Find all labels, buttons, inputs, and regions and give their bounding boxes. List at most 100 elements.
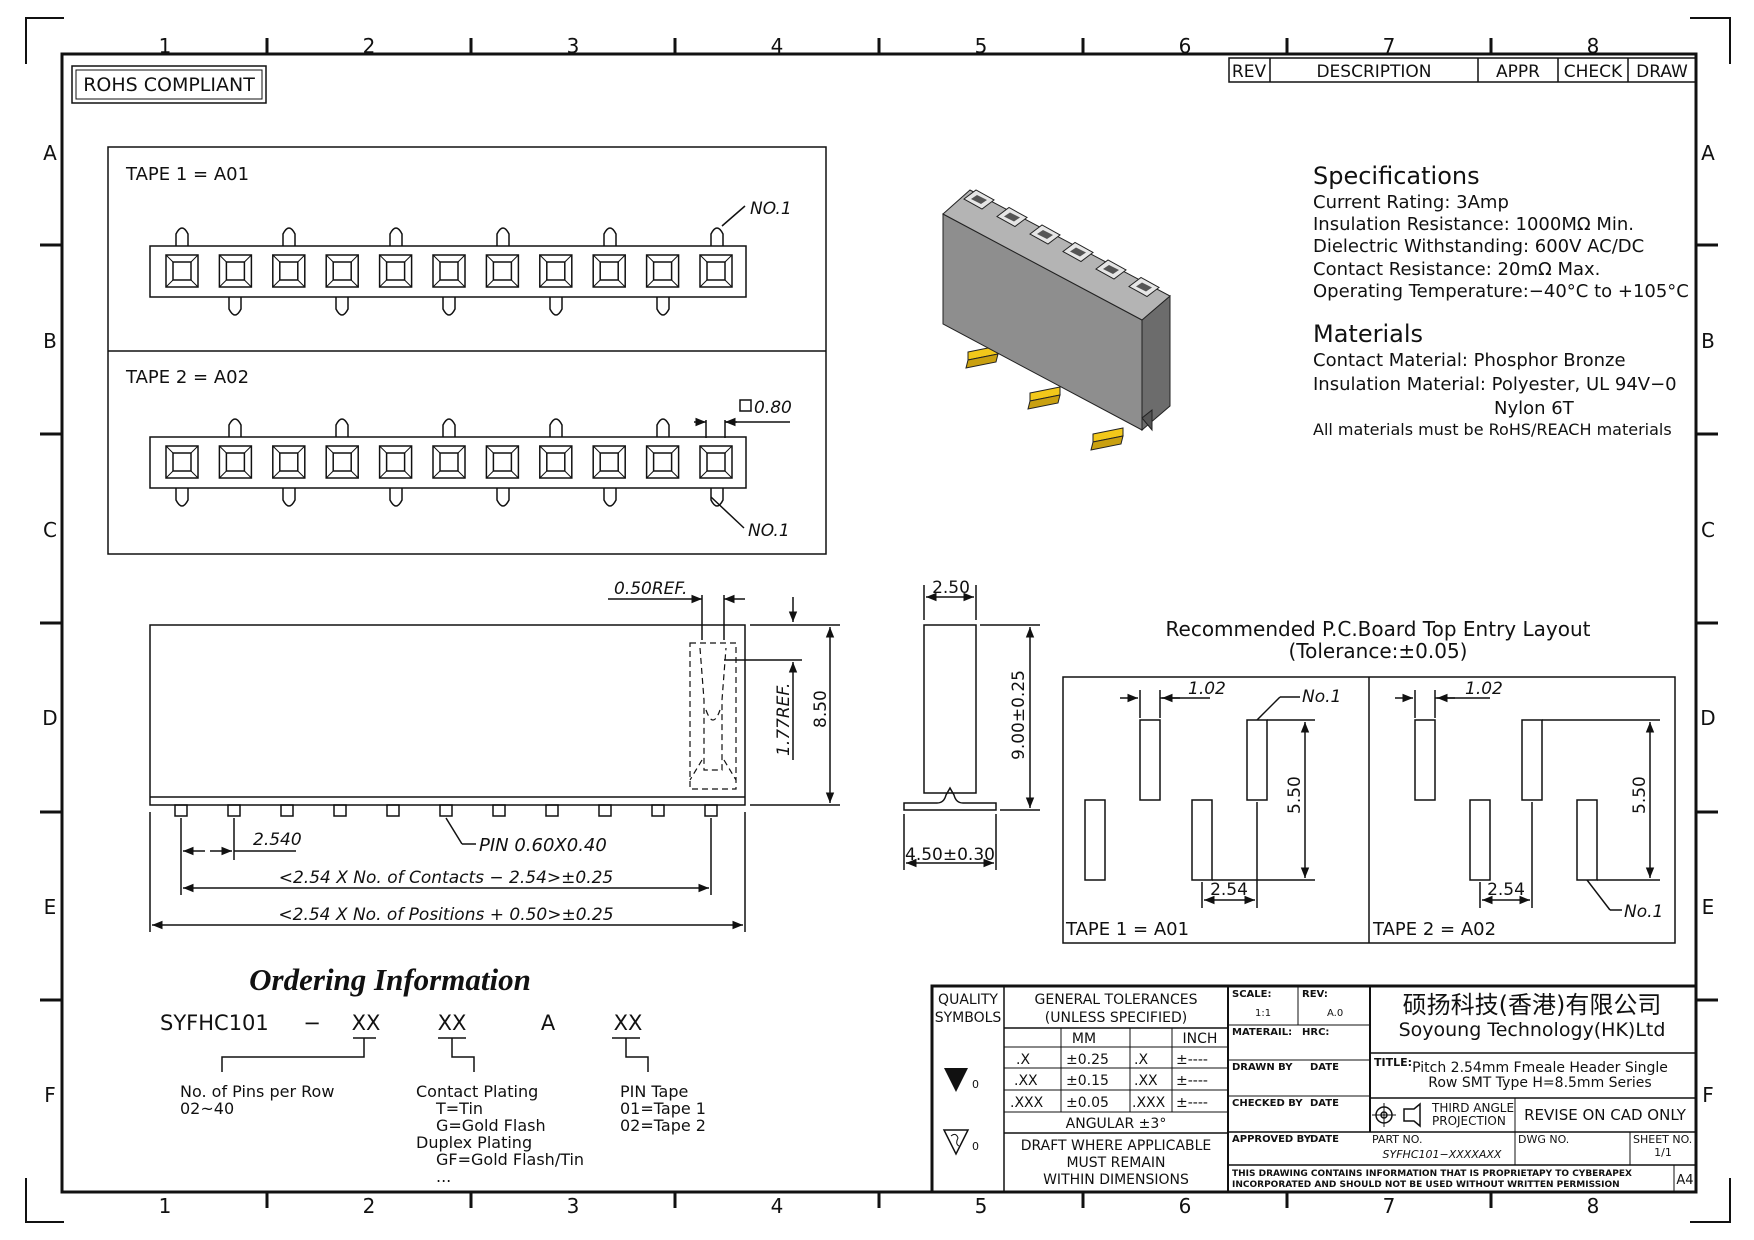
pcb-layout-title: Recommended P.C.Board Top Entry Layout: [1166, 617, 1591, 641]
ordering-leaders: [221, 1037, 649, 1072]
paper-size: A4: [1676, 1173, 1693, 1188]
tape2-cell-opening: [599, 452, 619, 472]
col-label-bottom-1: 1: [159, 1194, 172, 1218]
rohs-box: ROHS COMPLIANT: [71, 65, 267, 104]
tape2-cell-bevel: [272, 445, 306, 479]
scale-label: SCALE:: [1232, 989, 1271, 1000]
tape2-cell: [485, 445, 520, 479]
tape1-cell: [592, 254, 626, 288]
scale-value: 1:1: [1255, 1008, 1271, 1019]
tape1-cell: [539, 254, 573, 288]
connector-3d-view: [942, 189, 1171, 451]
col-label-top-1: 1: [159, 34, 172, 58]
pin-tape-1: 01=Tape 1: [620, 1099, 706, 1118]
check-header: CHECK: [1564, 62, 1623, 82]
order-code-type: A: [541, 1011, 556, 1035]
tape1-cell-bevel: [432, 254, 466, 288]
tape1-cell-bevel: [539, 254, 573, 288]
border-ticks: [40, 38, 1718, 1208]
pins-range: 02~40: [180, 1099, 234, 1118]
ref-177-label: 1.77REF.: [774, 683, 794, 756]
tape2-cell-opening: [546, 452, 566, 472]
border-labels: 1 2 3 4 5 6 7 8 1 2 3 4 5 6 7 8 A B C D …: [42, 34, 1715, 1218]
pcb2-tape-label: TAPE 2 = A02: [1372, 919, 1496, 940]
tape2-cell: [432, 445, 466, 479]
pcb1-spacing-label: 5.50: [1285, 776, 1305, 814]
pcb-tolerance: (Tolerance:±0.05): [1288, 639, 1467, 663]
tape1-no1-label: NO.1: [750, 199, 792, 219]
approved-by-label: APPROVED BY: [1232, 1134, 1312, 1145]
connector-3d-hole-inner: [1037, 230, 1053, 239]
tape2-cell-opening: [439, 452, 459, 472]
tape1-cell: [432, 254, 466, 288]
tape1-cell-opening: [439, 261, 459, 281]
spec-insulation: Insulation Resistance: 1000MΩ Min.: [1313, 214, 1634, 235]
specs-heading: Specifications: [1313, 162, 1480, 190]
row-label-left-F: F: [44, 1083, 56, 1107]
tape1-cell: [485, 254, 520, 288]
order-code-pins: XX: [352, 1011, 381, 1035]
col-label-top-6: 6: [1179, 34, 1192, 58]
company-name-cn: 硕扬科技(香港)有限公司: [1403, 991, 1662, 1019]
part-no-value: SYFHC101−XXXXAXX: [1383, 1148, 1502, 1161]
col-label-top-7: 7: [1383, 34, 1396, 58]
rev-header: REV: [1232, 62, 1267, 82]
rev-label: REV:: [1302, 989, 1328, 1000]
spec-current: Current Rating: 3Amp: [1313, 192, 1509, 213]
tape2-cell: [592, 445, 626, 479]
checked-by-label: CHECKED BY: [1232, 1098, 1303, 1109]
col-label-bottom-5: 5: [975, 1194, 988, 1218]
quality-symbol-filled-mark: 0: [972, 1078, 979, 1091]
tol-row-1-inch: ±----: [1176, 1052, 1208, 1068]
pcb2-gap-label: 1.02: [1465, 679, 1503, 699]
tape2-cell-bevel: [379, 445, 412, 479]
materials-heading: Materials: [1313, 320, 1423, 348]
col-label-bottom-7: 7: [1383, 1194, 1396, 1218]
tape2-cell-opening: [332, 452, 352, 472]
draft-line-2: MUST REMAIN: [1066, 1155, 1165, 1171]
tol-row-2-inch: ±----: [1176, 1073, 1208, 1089]
col-label-bottom-4: 4: [771, 1194, 784, 1218]
tape1-label: TAPE 1 = A01: [125, 164, 249, 185]
tape1-cell-bevel: [165, 254, 199, 288]
draft-line-3: WITHIN DIMENSIONS: [1043, 1172, 1189, 1188]
order-code-tape: XX: [614, 1011, 643, 1035]
tape1-cell: [645, 254, 680, 288]
tol-row-3-inch-place: .XXX: [1132, 1095, 1166, 1111]
dwg-no-label: DWG NO.: [1518, 1133, 1569, 1146]
connector-3d-hole-inner: [1070, 247, 1086, 257]
tol-row-1-place: .X: [1016, 1052, 1030, 1068]
plating-tin: T=Tin: [435, 1099, 483, 1118]
part-no-label: PART NO.: [1372, 1133, 1422, 1146]
tape1-cell-bevel: [646, 254, 679, 288]
pcb1-tape-label: TAPE 1 = A01: [1065, 919, 1189, 940]
pcb1-pitch-label: 2.54: [1210, 880, 1248, 900]
tape2-no1-label: NO.1: [748, 521, 790, 541]
quality-label: QUALITY: [938, 992, 998, 1008]
row-label-right-A: A: [1701, 141, 1715, 165]
revise-on-cad-label: REVISE ON CAD ONLY: [1524, 1106, 1687, 1124]
order-code-dash: −: [303, 1011, 321, 1035]
tape2-cell-opening: [385, 452, 406, 472]
tol-row-2-mm: ±0.15: [1066, 1073, 1109, 1089]
tape2-cell: [272, 445, 306, 479]
drawn-by-label: DRAWN BY: [1232, 1062, 1293, 1073]
quality-symbol-filled: [944, 1068, 968, 1092]
row-label-left-B: B: [43, 329, 57, 353]
checked-date-label: DATE: [1310, 1098, 1339, 1109]
spec-temperature: Operating Temperature:−40°C to +105°C: [1313, 281, 1689, 302]
col-label-top-2: 2: [363, 34, 376, 58]
tape1-cell: [378, 254, 413, 288]
tape2-cell-bevel: [165, 445, 199, 479]
proprietary-notice-2: INCORPORATED AND SHOULD NOT BE USED WITH…: [1232, 1180, 1620, 1190]
tape1-cell-bevel: [219, 254, 252, 288]
tape1-cell-bevel: [272, 254, 306, 288]
row-label-left-D: D: [42, 706, 57, 730]
tape1-cell: [272, 254, 306, 288]
tol-row-3-place: .XXX: [1010, 1095, 1044, 1111]
drawn-date-label: DATE: [1310, 1062, 1339, 1073]
col-label-top-8: 8: [1587, 34, 1600, 58]
sheet-no-value: 1/1: [1654, 1146, 1672, 1159]
material-rohs-note: All materials must be RoHS/REACH materia…: [1313, 420, 1672, 439]
